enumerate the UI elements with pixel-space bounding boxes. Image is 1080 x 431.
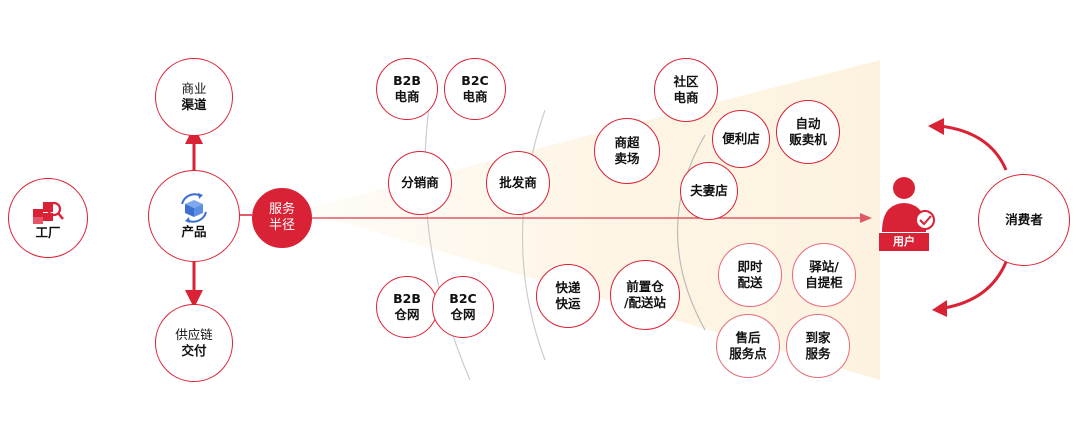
arc-2 [521,109,546,361]
distributor-label: 分销商 [401,175,439,190]
channel-top-label: 商业 [181,81,207,96]
factory-node: 工厂 [8,178,88,258]
supermarket-bottom: 卖场 [614,151,640,166]
instant-delivery-node: 即时 配送 [718,243,782,307]
service-radius-node: 服务 半径 [252,188,312,248]
front-wh-bottom: /配送站 [623,295,667,310]
b2b-ecommerce-node: B2B 电商 [376,58,438,120]
supply-chain-node: 供应链 交付 [155,304,233,382]
consumer-arc-top-head [928,118,944,135]
wholesaler-label: 批发商 [499,175,537,190]
distributor-node: 分销商 [388,151,452,215]
b2b-wh-bottom: 仓网 [394,307,420,322]
express-top: 快递 [555,280,581,295]
mom-pop-label: 夫妻店 [690,183,728,198]
convenience-label: 便利店 [722,131,760,146]
wholesaler-node: 批发商 [486,151,550,215]
home-bottom: 服务 [805,346,831,361]
product-node: 产品 [148,170,240,262]
user-label: 用户 [879,233,929,251]
business-channel-node: 商业 渠道 [155,58,233,136]
b2b-ecom-bottom: 电商 [394,89,420,104]
b2c-ecom-top: B2C [461,73,489,88]
consumer-arc-bottom-head [932,300,947,317]
vending-bottom: 贩卖机 [789,132,827,147]
express-bottom: 快运 [555,296,581,311]
front-warehouse-node: 前置仓 /配送站 [610,260,680,330]
b2b-ecom-top: B2B [393,73,421,88]
b2b-wh-top: B2B [393,291,421,306]
user-icon [882,177,935,232]
station-top: 驿站/ [809,259,839,274]
supermarket-top: 商超 [614,135,640,150]
factory-label: 工厂 [35,225,61,240]
service-bottom-label: 半径 [268,218,295,233]
factory-icon [33,201,64,224]
community-bottom: 电商 [673,90,699,105]
product-label: 产品 [181,224,207,239]
community-top: 社区 [673,74,699,89]
b2c-ecom-bottom: 电商 [462,89,488,104]
vending-top: 自动 [795,116,821,131]
arc-3 [677,134,706,331]
home-service-node: 到家 服务 [786,314,850,378]
down-arrow-head [185,290,203,308]
convenience-store-node: 便利店 [712,110,770,168]
express-node: 快递 快运 [536,264,600,328]
b2c-warehouse-network-node: B2C 仓网 [432,276,494,338]
home-top: 到家 [805,330,831,345]
service-arrow-head [860,213,872,223]
b2c-ecommerce-node: B2C 电商 [444,58,506,120]
instant-bottom: 配送 [737,275,763,290]
vending-machine-node: 自动 贩卖机 [776,100,840,164]
community-ecommerce-node: 社区 电商 [654,58,718,122]
supermarket-node: 商超 卖场 [594,118,660,184]
front-wh-top: 前置仓 [626,279,664,294]
b2b-warehouse-network-node: B2B 仓网 [376,276,438,338]
supply-bottom-label: 交付 [181,343,207,358]
supply-top-label: 供应链 [175,327,213,342]
b2c-wh-top: B2C [449,291,477,306]
consumer-arc-bottom [943,261,1008,310]
service-top-label: 服务 [268,202,295,217]
arc-1 [424,99,471,381]
b2c-wh-bottom: 仓网 [450,307,476,322]
consumer-arc-top [939,124,1008,171]
aftersale-bottom: 服务点 [729,346,767,361]
pickup-station-node: 驿站/ 自提柜 [792,243,856,307]
consumer-label: 消费者 [1005,212,1043,227]
after-sale-service-node: 售后 服务点 [716,314,780,378]
product-box-icon [181,193,207,223]
channel-bottom-label: 渠道 [181,97,207,112]
consumer-node: 消费者 [978,174,1070,266]
instant-top: 即时 [737,259,763,274]
mom-and-pop-store-node: 夫妻店 [680,162,738,220]
aftersale-top: 售后 [735,330,761,345]
station-bottom: 自提柜 [805,275,843,290]
